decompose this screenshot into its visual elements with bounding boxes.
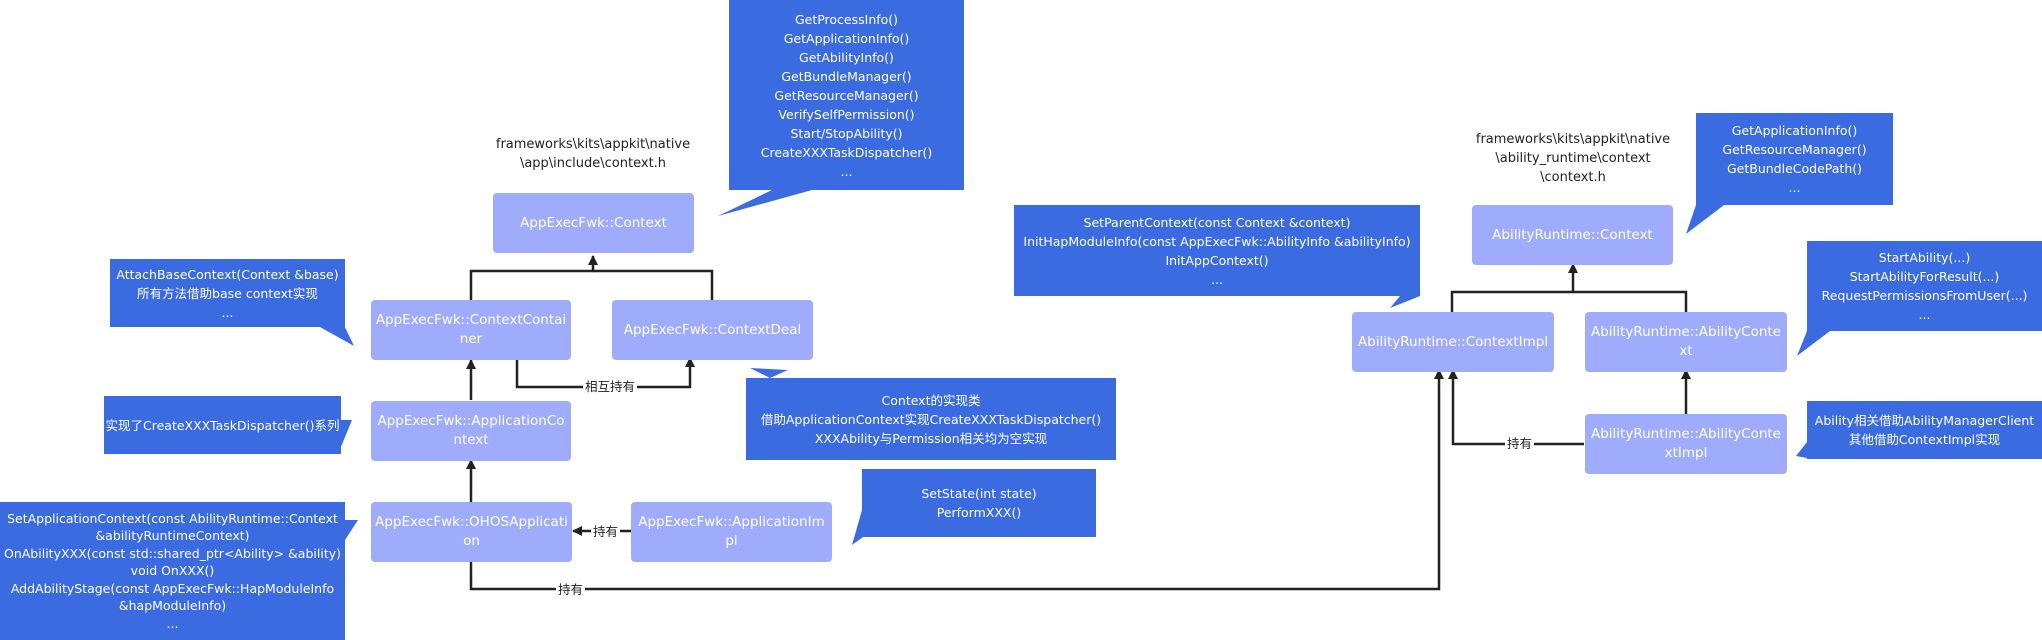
note-line: PerformXXX() bbox=[936, 505, 1022, 520]
note-context-methods: GetProcessInfo() GetApplicationInfo() Ge… bbox=[729, 0, 964, 190]
edge-label-mutual-hold: 相互持有 bbox=[583, 379, 638, 395]
node-ohos-application[interactable]: AppExecFwk::OHOSApplication bbox=[371, 502, 572, 562]
note-line: Ability相关借助AbilityManagerClient bbox=[1814, 413, 2035, 428]
note-ohos-application-methods: SetApplicationContext(const AbilityRunti… bbox=[0, 502, 345, 640]
node-application-impl[interactable]: AppExecFwk::ApplicationImpl bbox=[631, 502, 832, 562]
path-line: frameworks\kits\appkit\native bbox=[495, 137, 691, 152]
header-path-appkit-context: frameworks\kits\appkit\native \app\inclu… bbox=[488, 135, 698, 173]
note-line: GetResourceManager() bbox=[1722, 142, 1867, 157]
edge-ohos-holds-contextimpl bbox=[469, 369, 1444, 591]
header-path-runtime-context: frameworks\kits\appkit\native \ability_r… bbox=[1468, 130, 1678, 187]
node-context-deal[interactable]: AppExecFwk::ContextDeal bbox=[612, 300, 813, 360]
note-line: &abilityRuntimeContext) bbox=[95, 528, 250, 544]
edge-label-hold-right: 持有 bbox=[1505, 436, 1535, 452]
note-line: 借助ApplicationContext实现CreateXXXTaskDispa… bbox=[760, 411, 1102, 427]
note-line: VerifySelfPermission() bbox=[778, 106, 915, 122]
note-line: CreateXXXTaskDispatcher() bbox=[760, 144, 933, 160]
note-line: Context的实现类 bbox=[881, 392, 981, 408]
note-line: GetBundleManager() bbox=[781, 68, 912, 84]
note-application-impl-methods: SetState(int state) PerformXXX() bbox=[862, 469, 1096, 537]
edge-abilityimpl-holds-contextimpl bbox=[1448, 369, 1584, 446]
path-line: \app\include\context.h bbox=[519, 156, 667, 171]
note-line: InitAppContext() bbox=[1165, 252, 1269, 268]
note-line: XXXAbility与Permission相关均为空实现 bbox=[814, 430, 1048, 446]
edge-label-hold-impl: 持有 bbox=[591, 524, 621, 540]
note-line: GetBundleCodePath() bbox=[1726, 161, 1862, 176]
edge-deal-to-context bbox=[593, 269, 714, 301]
note-line: 实现了CreateXXXTaskDispatcher()系列 bbox=[105, 417, 340, 433]
node-appexecfwk-context[interactable]: AppExecFwk::Context bbox=[493, 193, 694, 253]
path-line: \context.h bbox=[1540, 170, 1606, 185]
callout-tail-context-deal bbox=[750, 368, 788, 378]
note-application-context-impl: 实现了CreateXXXTaskDispatcher()系列 bbox=[104, 396, 341, 454]
note-line: 所有方法借助base context实现 bbox=[137, 285, 318, 301]
note-line: ... bbox=[221, 304, 234, 320]
note-line: &hapModuleInfo) bbox=[118, 598, 227, 614]
note-context-deal-desc: Context的实现类 借助ApplicationContext实现Create… bbox=[746, 378, 1116, 460]
note-line: Start/StopAbility() bbox=[790, 125, 903, 141]
note-line: ... bbox=[1788, 180, 1801, 195]
note-line: GetResourceManager() bbox=[774, 87, 919, 103]
note-line: RequestPermissionsFromUser(...) bbox=[1821, 288, 2028, 303]
note-line: OnAbilityXXX(const std::shared_ptr<Abili… bbox=[4, 545, 341, 561]
node-abilityruntime-abilitycontext[interactable]: AbilityRuntime::AbilityContext bbox=[1585, 312, 1787, 372]
note-line: ... bbox=[840, 163, 853, 179]
node-context-container[interactable]: AppExecFwk::ContextContainer bbox=[371, 300, 571, 360]
note-line: SetApplicationContext(const AbilityRunti… bbox=[7, 510, 338, 526]
note-line: StartAbility(...) bbox=[1878, 250, 1971, 265]
node-application-context[interactable]: AppExecFwk::ApplicationContext bbox=[371, 401, 571, 461]
callout-tail-runtime-context bbox=[1686, 205, 1724, 234]
node-abilityruntime-abilitycontextimpl[interactable]: AbilityRuntime::AbilityContextImpl bbox=[1585, 414, 1787, 474]
note-ability-context-impl-desc: Ability相关借助AbilityManagerClient 其他借助Cont… bbox=[1807, 401, 2042, 459]
note-attach-base-context: AttachBaseContext(Context &base) 所有方法借助b… bbox=[110, 259, 345, 327]
note-line: 其他借助ContextImpl实现 bbox=[1848, 432, 2001, 447]
note-line: void OnXXX() bbox=[130, 563, 215, 579]
callout-tail-context-impl bbox=[1390, 296, 1420, 308]
note-line: ... bbox=[1211, 271, 1223, 287]
note-line: GetProcessInfo() bbox=[794, 11, 899, 27]
note-context-impl-methods: SetParentContext(const Context &context)… bbox=[1014, 205, 1420, 296]
note-line: SetState(int state) bbox=[921, 486, 1037, 501]
note-ability-context-methods: StartAbility(...) StartAbilityForResult(… bbox=[1807, 241, 2042, 331]
edge-container-to-context bbox=[469, 255, 598, 301]
path-line: \ability_runtime\context bbox=[1495, 151, 1651, 166]
edge-label-hold-bottom: 持有 bbox=[556, 582, 586, 598]
note-line: SetParentContext(const Context &context) bbox=[1083, 214, 1351, 230]
callout-tail-ability-impl bbox=[1796, 442, 1807, 458]
path-line: frameworks\kits\appkit\native bbox=[1475, 132, 1671, 147]
node-abilityruntime-contextimpl[interactable]: AbilityRuntime::ContextImpl bbox=[1352, 312, 1554, 372]
note-line: GetApplicationInfo() bbox=[783, 30, 910, 46]
edge-abilityctx-to-runtime bbox=[1573, 290, 1688, 312]
node-abilityruntime-context[interactable]: AbilityRuntime::Context bbox=[1472, 205, 1673, 265]
edge-contextimpl-to-runtime bbox=[1450, 263, 1578, 312]
note-line: StartAbilityForResult(...) bbox=[1849, 269, 2000, 284]
callout-tail-context-methods bbox=[718, 190, 812, 216]
note-line: ... bbox=[1918, 307, 1931, 322]
note-line: GetAbilityInfo() bbox=[799, 49, 894, 65]
note-line: ... bbox=[166, 615, 179, 631]
callout-tail-ability-context bbox=[1797, 331, 1830, 356]
note-runtime-context-methods: GetApplicationInfo() GetResourceManager(… bbox=[1696, 113, 1893, 205]
note-line: InitHapModuleInfo(const AppExecFwk::Abil… bbox=[1023, 233, 1411, 249]
callout-tail-app-impl bbox=[852, 510, 870, 545]
note-line: GetApplicationInfo() bbox=[1731, 123, 1858, 138]
note-line: AddAbilityStage(const AppExecFwk::HapMod… bbox=[10, 580, 335, 596]
note-line: AttachBaseContext(Context &base) bbox=[116, 266, 339, 282]
